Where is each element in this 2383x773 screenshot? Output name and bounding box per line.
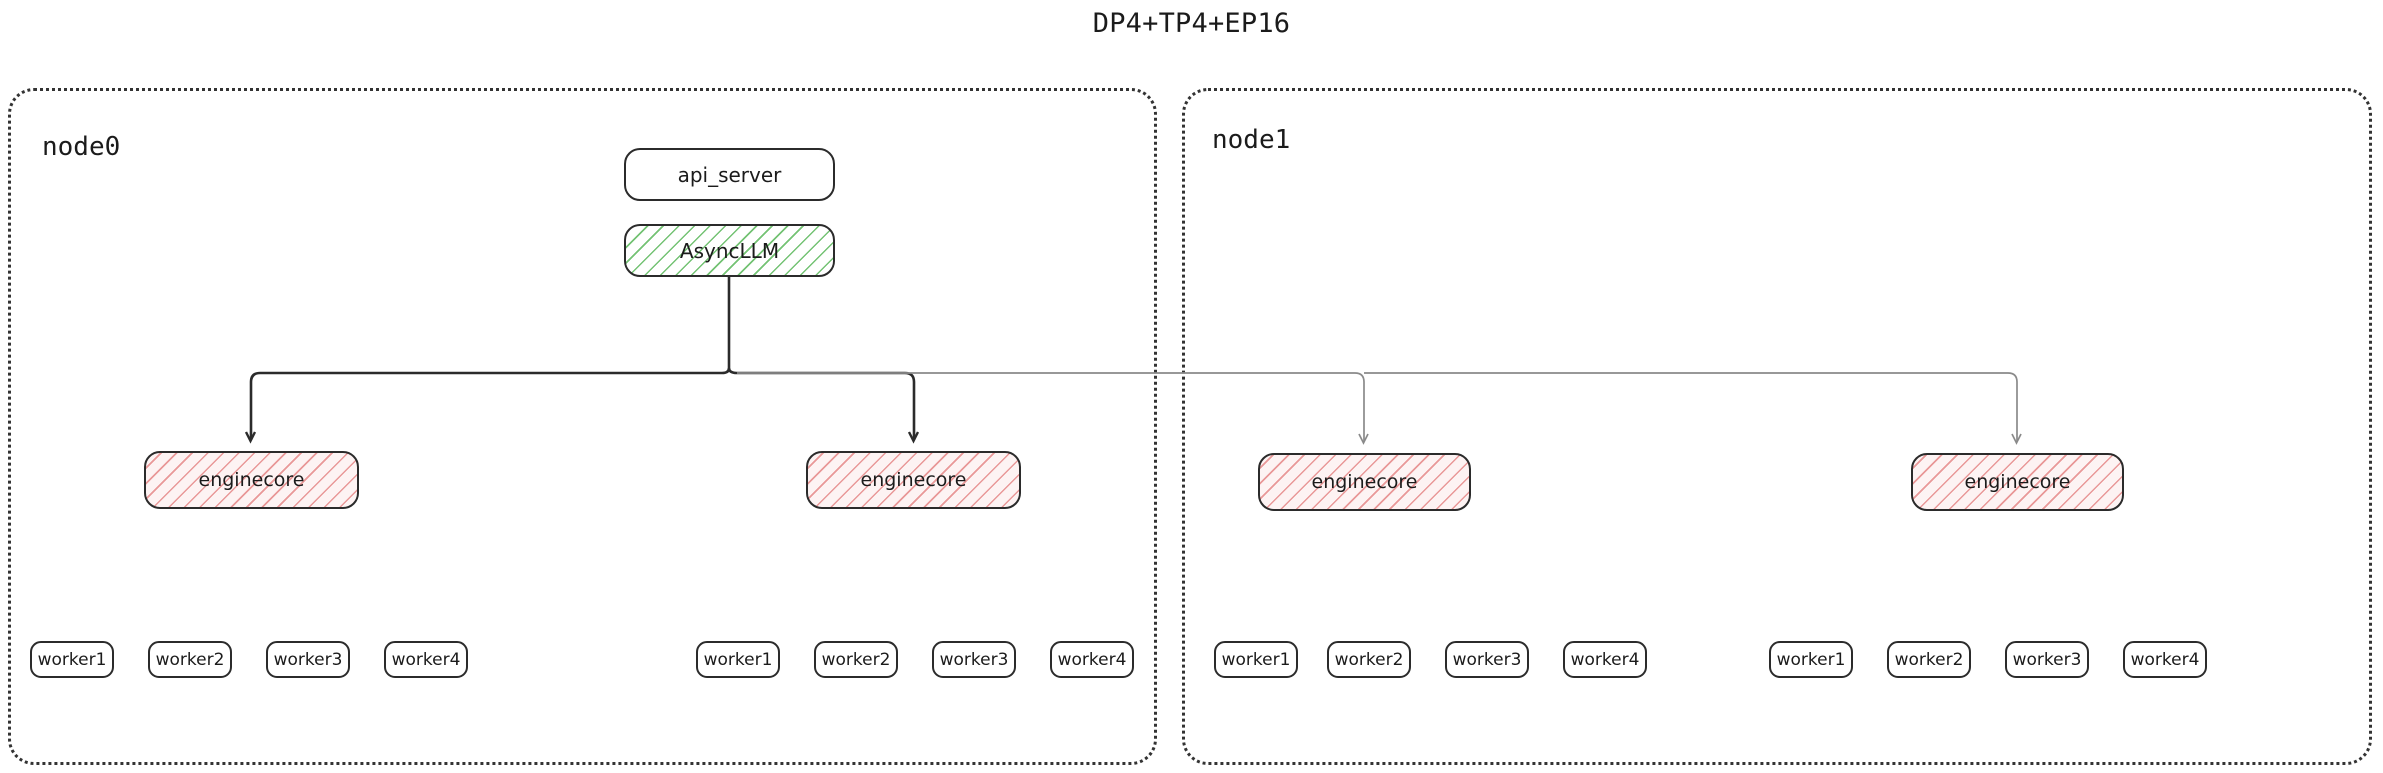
worker-box-node0-1-2[interactable]: worker3 [932,641,1016,678]
worker-box-node1-1-3[interactable]: worker4 [2123,641,2207,678]
node-label-node1: node1 [1212,125,1291,155]
worker-box-node0-0-3[interactable]: worker4 [384,641,468,678]
worker-box-node1-0-2[interactable]: worker3 [1445,641,1529,678]
worker-box-node1-1-1[interactable]: worker2 [1887,641,1971,678]
worker-box-node0-1-1[interactable]: worker2 [814,641,898,678]
worker-box-node0-1-3[interactable]: worker4 [1050,641,1134,678]
worker-box-node1-1-2[interactable]: worker3 [2005,641,2089,678]
worker-box-node0-0-0[interactable]: worker1 [30,641,114,678]
worker-box-node0-0-2[interactable]: worker3 [266,641,350,678]
worker-box-node1-0-0[interactable]: worker1 [1214,641,1298,678]
worker-box-node0-0-1[interactable]: worker2 [148,641,232,678]
enginecore-box-node1-0[interactable]: enginecore [1258,453,1471,511]
asyncllm-box[interactable]: AsyncLLM [624,224,835,277]
enginecore-box-node0-0[interactable]: enginecore [144,451,359,509]
worker-box-node0-1-0[interactable]: worker1 [696,641,780,678]
api-server-box[interactable]: api_server [624,148,835,201]
node-label-node0: node0 [42,132,121,162]
enginecore-box-node0-1[interactable]: enginecore [806,451,1021,509]
worker-box-node1-1-0[interactable]: worker1 [1769,641,1853,678]
worker-box-node1-0-3[interactable]: worker4 [1563,641,1647,678]
page-title: DP4+TP4+EP16 [1092,8,1291,39]
worker-box-node1-0-1[interactable]: worker2 [1327,641,1411,678]
enginecore-box-node1-1[interactable]: enginecore [1911,453,2124,511]
